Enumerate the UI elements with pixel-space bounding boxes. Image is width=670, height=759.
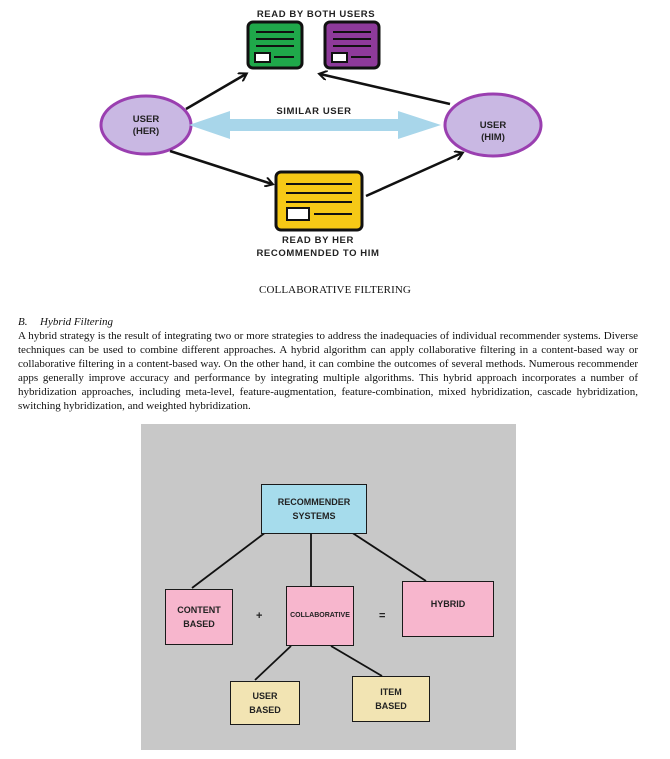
tree-connectors: [191, 531, 427, 681]
bottom-label-1: READ BY HER: [282, 235, 354, 246]
user-her-label-2: (HER): [133, 126, 159, 137]
collaborative-filtering-figure: READ BY BOTH USERS USER (HER) USER (HIM)…: [99, 9, 543, 259]
section-number: B.: [18, 316, 28, 328]
document-purple-icon: [323, 20, 381, 70]
arrow-him-to-purple: [320, 74, 451, 106]
plus-sign: +: [256, 610, 263, 622]
user-him-label-1: USER: [480, 120, 507, 131]
arrow-her-to-yellow: [169, 149, 272, 184]
arrow-yellow-to-him: [365, 153, 462, 198]
collaborative-node: COLLABORATIVE: [286, 586, 354, 646]
top-label: READ BY BOTH USERS: [257, 9, 375, 20]
user-him-node: USER (HIM): [443, 92, 543, 158]
hybrid-node: HYBRID: [402, 581, 494, 637]
figure-caption: COLLABORATIVE FILTERING: [259, 284, 411, 296]
bottom-label-2: RECOMMENDED TO HIM: [256, 248, 379, 259]
document-green-icon: [246, 20, 304, 70]
arrow-her-to-green: [185, 74, 246, 111]
document-yellow-icon: [274, 170, 364, 232]
similar-user-arrow: [189, 111, 441, 139]
equals-sign: =: [379, 610, 386, 622]
user-her-label-1: USER: [133, 114, 160, 125]
section-title: Hybrid Filtering: [40, 316, 114, 328]
user-him-label-2: (HIM): [481, 132, 505, 143]
user-her-node: USER (HER): [99, 94, 193, 156]
section-heading: B. Hybrid Filtering: [18, 316, 113, 328]
body-paragraph: A hybrid strategy is the result of integ…: [18, 330, 638, 412]
similar-user-label: SIMILAR USER: [276, 106, 351, 117]
